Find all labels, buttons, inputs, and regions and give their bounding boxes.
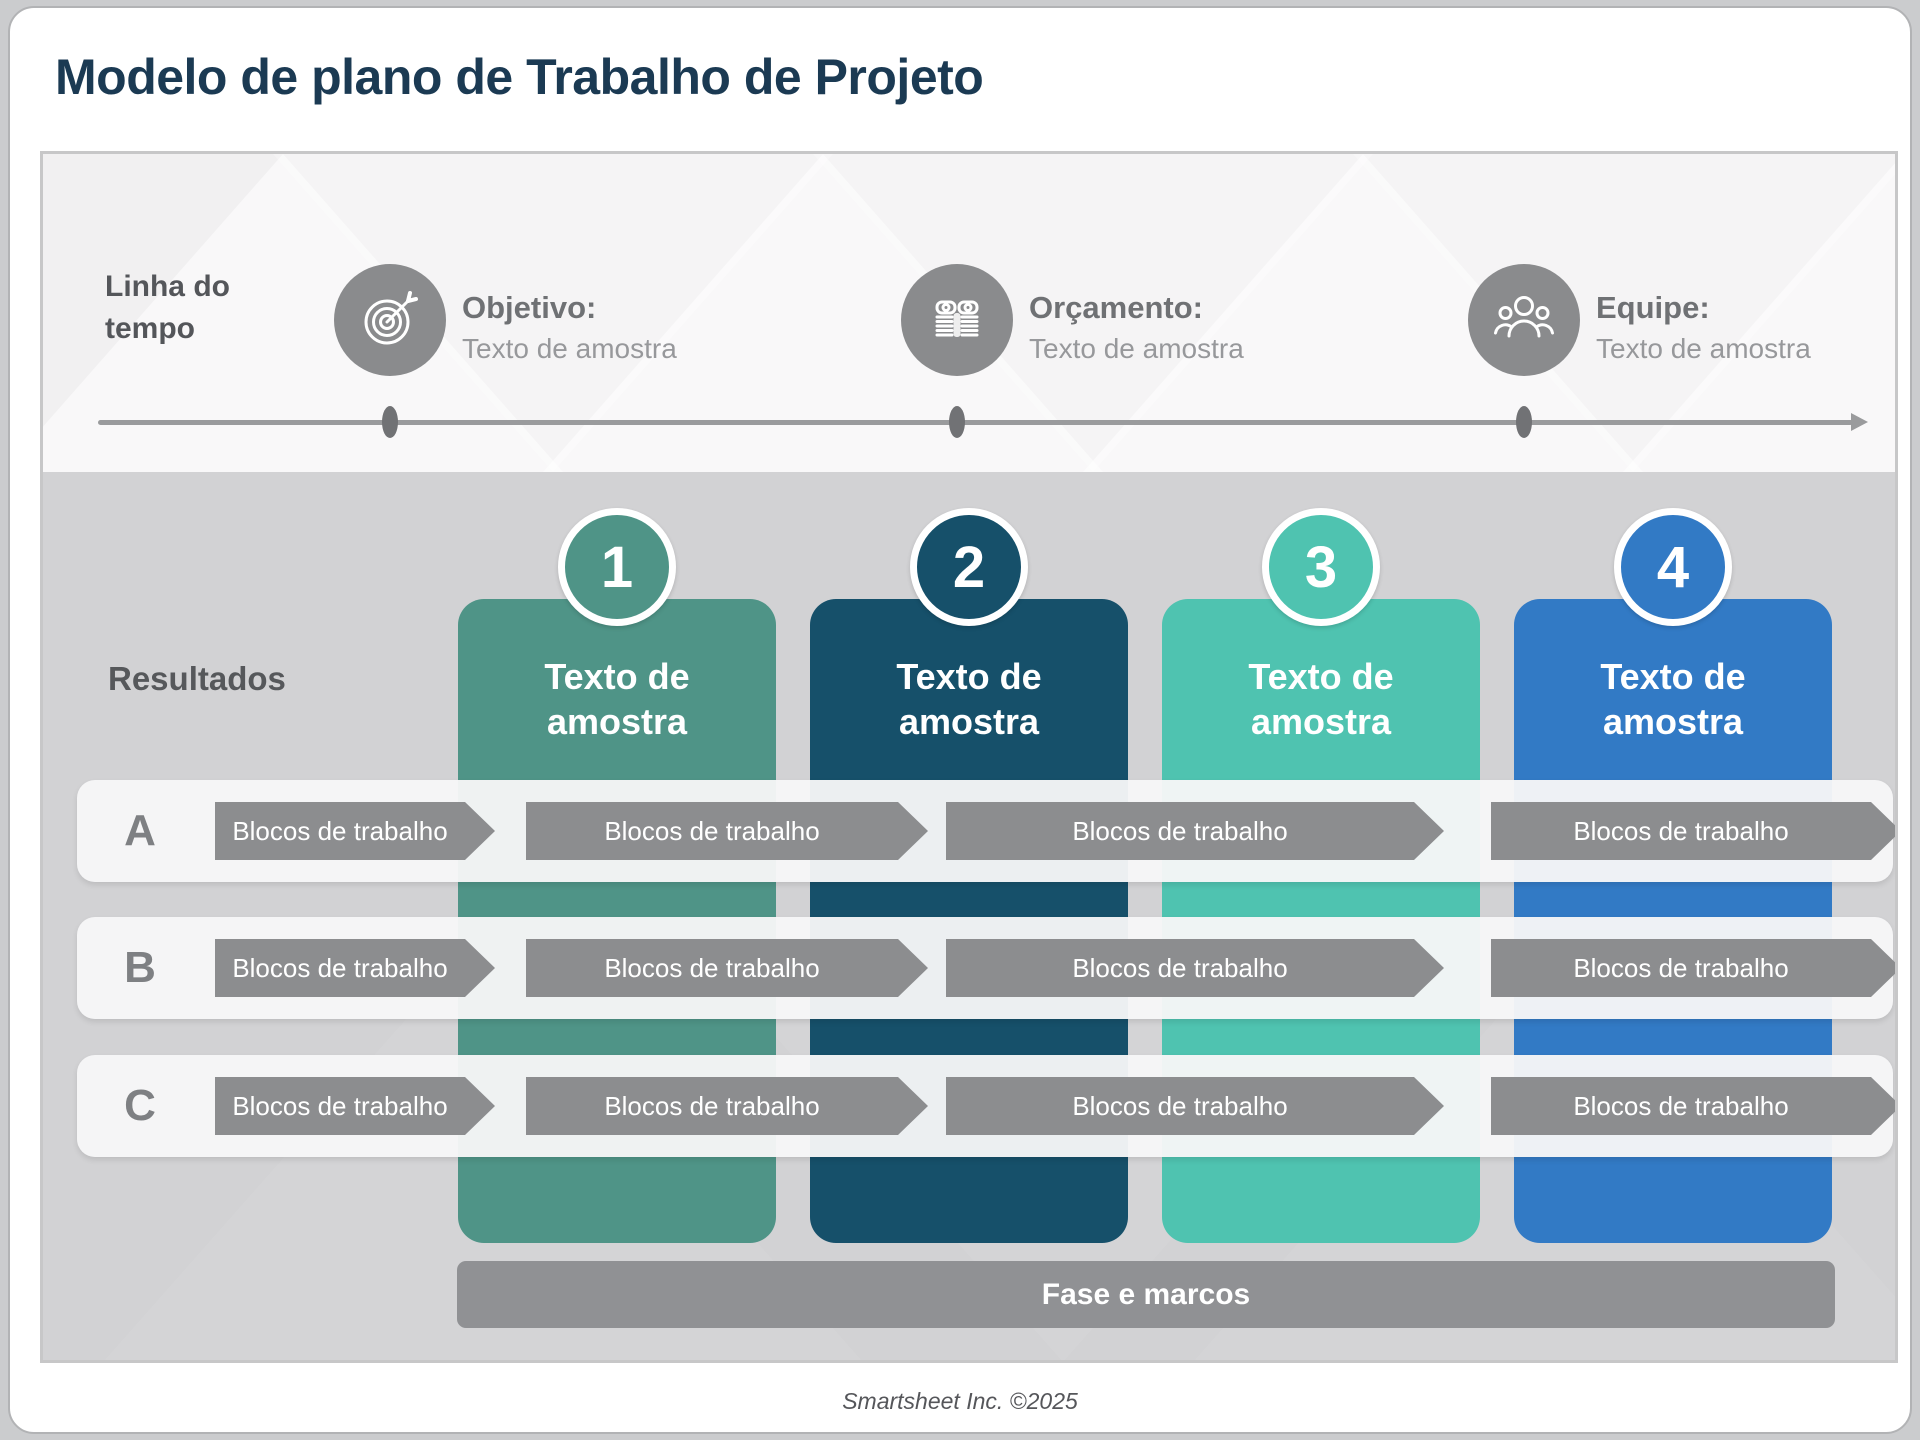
milestone-budget: Orçamento: Texto de amostra (43, 264, 1895, 404)
row-label: C (124, 1081, 156, 1130)
column-label: Texto de amostra (1600, 656, 1746, 742)
work-block-arrow: Blocos de trabalho (1491, 1077, 1895, 1135)
milestone-heading: Orçamento: (1029, 290, 1203, 325)
work-block-arrow: Blocos de trabalho (946, 1077, 1444, 1135)
work-block-arrow: Blocos de trabalho (1491, 939, 1895, 997)
work-block-arrow: Blocos de trabalho (1491, 802, 1895, 860)
timeline-arrowhead-icon (1851, 413, 1868, 431)
column-label: Texto de amostra (1248, 656, 1394, 742)
milestone-heading: Equipe: (1596, 290, 1710, 325)
plan-diagram: Linha do tempo (40, 151, 1898, 1363)
milestone-objective: Objetivo: Texto de amostra (43, 264, 1895, 404)
workstream-row-b: B Blocos de trabalho Blocos de trabalho … (77, 917, 1893, 1019)
work-block-arrow: Blocos de trabalho (215, 1077, 495, 1135)
milestone-icon-circle (901, 264, 1013, 376)
milestone-sample-text: Texto de amostra (1596, 333, 1811, 364)
column-number-badge: 2 (910, 508, 1028, 626)
template-card: Modelo de plano de Trabalho de Projeto L… (8, 6, 1912, 1434)
column-number-badge: 3 (1262, 508, 1380, 626)
milestone-sample-text: Texto de amostra (1029, 333, 1244, 364)
timeline-section: Linha do tempo (43, 154, 1895, 472)
work-block-arrow: Blocos de trabalho (526, 939, 928, 997)
phase-milestones-bar: Fase e marcos (457, 1261, 1835, 1328)
milestone-sample-text: Texto de amostra (462, 333, 677, 364)
work-block-arrow: Blocos de trabalho (946, 802, 1444, 860)
page-title: Modelo de plano de Trabalho de Projeto (55, 49, 984, 105)
row-label: B (124, 943, 156, 992)
copyright-footer: Smartsheet Inc. ©2025 (842, 1388, 1078, 1414)
target-icon (358, 286, 422, 355)
work-block-arrow: Blocos de trabalho (946, 939, 1444, 997)
results-label: Resultados (108, 660, 286, 697)
timeline-node-dot (382, 406, 398, 438)
timeline-node-dot (949, 406, 965, 438)
milestone-heading: Objetivo: (462, 290, 597, 325)
work-block-arrow: Blocos de trabalho (215, 802, 495, 860)
timeline-node-dot (1516, 406, 1532, 438)
team-icon (1492, 286, 1556, 355)
column-label: Texto de amostra (896, 656, 1042, 742)
row-label: A (124, 806, 156, 855)
workstream-row-a: A Blocos de trabalho Blocos de trabalho … (77, 780, 1893, 882)
column-number-badge: 1 (558, 508, 676, 626)
money-icon (925, 286, 989, 355)
column-number-badge: 4 (1614, 508, 1732, 626)
results-section: Resultados 1 2 3 4 Texto de amostra Text… (43, 472, 1895, 1360)
timeline-axis (98, 420, 1853, 425)
column-label: Texto de amostra (544, 656, 690, 742)
timeline-label: Linha do tempo (105, 270, 230, 345)
workstream-row-c: C Blocos de trabalho Blocos de trabalho … (77, 1055, 1893, 1157)
work-block-arrow: Blocos de trabalho (215, 939, 495, 997)
milestone-icon-circle (334, 264, 446, 376)
work-block-arrow: Blocos de trabalho (526, 802, 928, 860)
work-block-arrow: Blocos de trabalho (526, 1077, 928, 1135)
milestone-team: Equipe: Texto de amostra (43, 264, 1895, 404)
milestone-icon-circle (1468, 264, 1580, 376)
